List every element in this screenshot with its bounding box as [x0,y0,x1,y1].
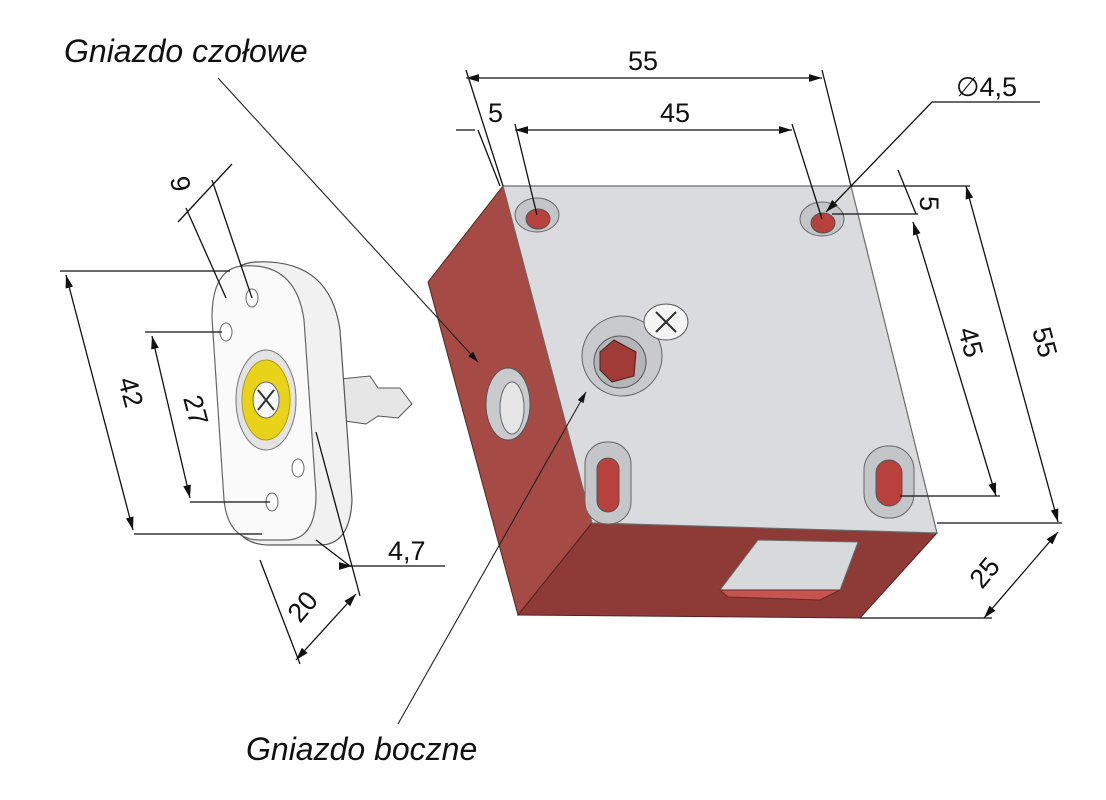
plate-insert [235,349,297,451]
dim-plate-depth: 20 [282,586,324,628]
dim-box-width: 55 [628,46,658,76]
side-socket [485,367,531,441]
mating-plate [211,261,413,546]
label-leaders [217,77,587,725]
dim-plate-length: 42 [112,374,149,411]
lock-body [427,184,939,619]
dim-box-height: 55 [1026,324,1063,361]
dim-plate-hole-spacing: 27 [177,392,214,429]
side-socket-label: Gniazdo boczne [246,731,477,767]
plate-pin [329,375,413,425]
dim-plate-width: 9 [164,174,196,194]
dim-plate-thickness: 4,7 [388,536,426,566]
screw-icon [643,303,689,341]
plate-dimension-lines [60,163,445,665]
box-dimension-lines [456,69,1062,619]
dim-hole-spacing-x: 45 [660,98,690,128]
dim-hole-offset-x: 5 [488,98,503,128]
dim-box-depth: 25 [964,552,1006,594]
body-bottom-side [516,522,939,619]
plate-hole-3 [291,458,305,478]
dim-hole-diameter: ∅4,5 [956,72,1017,102]
dim-hole-spacing-y: 45 [952,324,989,361]
mounting-slot-bottom-right [863,445,915,519]
front-socket-label: Gniazdo czołowe [64,33,308,69]
slot-floor [718,589,841,601]
mounting-slot-bottom-left [584,441,632,525]
front-socket [581,315,663,397]
dim-hole-offset-y: 5 [914,196,944,211]
